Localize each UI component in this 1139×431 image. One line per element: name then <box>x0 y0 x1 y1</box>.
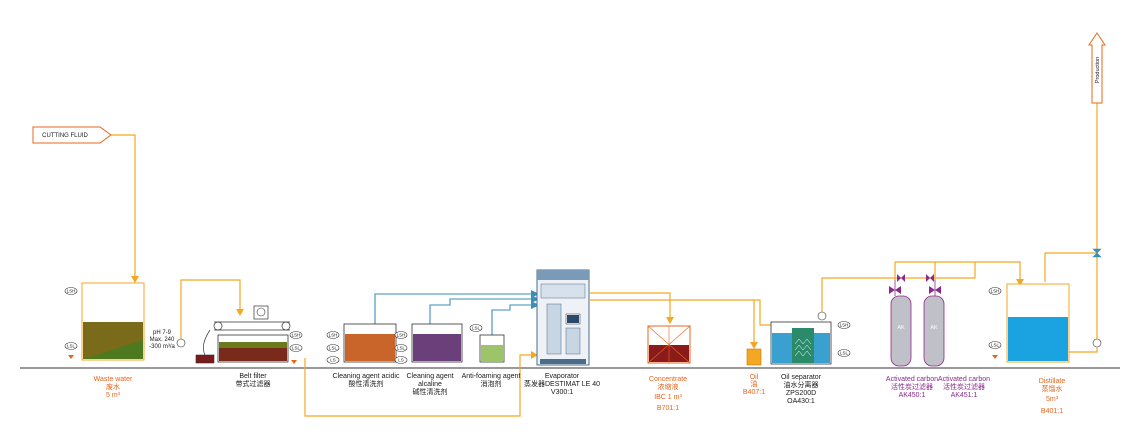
production-label: Production <box>1095 57 1101 83</box>
distillate-label-cn: 蒸馏水 <box>1042 384 1063 393</box>
alkaline-label-2: alcaline <box>418 381 442 388</box>
concentrate-ibc <box>647 325 691 364</box>
distillate-tank: LSH LSL <box>988 248 1102 363</box>
carbon2-code: AK451:1 <box>951 392 978 399</box>
oil-separator-code: OA430:1 <box>787 398 815 405</box>
concentrate-code: B701:1 <box>657 405 679 412</box>
cutting-fluid-label: CUTTING FLUID <box>42 133 88 139</box>
concentrate-label-cn: 浓缩液 <box>658 382 679 391</box>
distillate-label: Distillate <box>1039 378 1066 385</box>
antifoam-tank: LSL <box>469 324 505 363</box>
distillate-code: B401:1 <box>1041 408 1063 415</box>
svg-text:LSH: LSH <box>329 333 338 338</box>
carbon1-label: Activated carbon <box>886 376 938 383</box>
svg-text:LSL: LSL <box>991 343 1000 348</box>
belt-filter-label: Belt filter <box>239 373 267 380</box>
distillate-valve-icon <box>1092 248 1102 258</box>
waste-water-tank: LSH LSL <box>64 282 186 361</box>
oil-label-cn: 油 <box>751 379 758 388</box>
carbon-filter-1: AK <box>889 274 912 367</box>
waste-water-volume: 5 m³ <box>106 392 121 399</box>
carbon-filter-2: AK <box>923 274 945 367</box>
svg-text:AK: AK <box>897 325 905 331</box>
distillate-volume: 5m³ <box>1046 396 1059 403</box>
orange-pipes <box>111 103 1098 417</box>
lsl-sensor <box>64 342 78 350</box>
evaporator-label-cn: 蒸发器DESTIMAT LE 40 <box>524 379 600 388</box>
svg-text:LSH: LSH <box>292 333 301 338</box>
oil-label: Oil <box>750 374 759 381</box>
antifoam-label: Anti-foaming agent <box>462 373 521 380</box>
waste-water-param-1: pH 7-9 <box>153 330 172 336</box>
svg-text:LSL: LSL <box>329 346 338 351</box>
svg-text:LSH: LSH <box>991 289 1000 294</box>
svg-text:LS: LS <box>330 358 336 363</box>
svg-text:AK: AK <box>930 325 938 331</box>
svg-text:LSH: LSH <box>840 323 849 328</box>
waste-water-label: Waste water <box>94 376 133 383</box>
acidic-label-cn: 酸性清洗剂 <box>349 379 384 388</box>
oil-separator-label: Oil separator <box>781 374 822 381</box>
alkaline-tank: LSH LSL LS <box>394 323 463 364</box>
production-output: Production <box>1088 32 1106 104</box>
acidic-label: Cleaning agent acidic <box>333 373 400 380</box>
svg-text:LSL: LSL <box>292 346 301 351</box>
pressure-gauge <box>176 338 186 348</box>
oil-separator: LSH LSL <box>770 311 851 365</box>
svg-text:LSH: LSH <box>397 333 406 338</box>
waste-water-label-cn: 废水 <box>106 382 120 391</box>
evaporator-label: Evaporator <box>545 373 580 380</box>
oil-drum <box>746 348 762 366</box>
carbon1-code: AK450:1 <box>899 392 926 399</box>
svg-text:LSL: LSL <box>397 346 406 351</box>
lsh-sensor <box>64 287 78 295</box>
alkaline-label-cn: 碱性清洗剂 <box>413 387 448 396</box>
oil-separator-label-cn: 油水分离器 <box>784 380 819 389</box>
belt-filter: LSH LSL <box>195 305 303 364</box>
labels: Waste water 废水 5 m³ Belt filter 带式过滤器 Cl… <box>94 373 1066 415</box>
blue-pipes <box>374 293 535 340</box>
cutting-fluid-input: CUTTING FLUID <box>32 126 112 144</box>
oil-code: B407:1 <box>743 389 765 396</box>
alkaline-label-1: Cleaning agent <box>406 373 453 380</box>
waste-water-param-3: -300 m³/a <box>149 344 175 350</box>
carbon1-label-cn: 活性炭过滤器 <box>891 382 933 391</box>
arrowheads <box>531 290 540 309</box>
carbon2-label-cn: 活性炭过滤器 <box>943 382 985 391</box>
waste-water-param-2: Max. 240 <box>150 337 175 343</box>
evaporator-code: V300:1 <box>551 389 573 396</box>
acidic-tank: LSH LSL LS <box>326 323 397 364</box>
concentrate-container: IBC 1 m³ <box>654 394 682 401</box>
concentrate-label: Concentrate <box>649 376 687 383</box>
carbon2-label: Activated carbon <box>938 376 990 383</box>
svg-text:LSL: LSL <box>472 326 481 331</box>
svg-text:LS: LS <box>398 358 404 363</box>
oil-separator-model: ZPS200D <box>786 390 816 397</box>
svg-text:LSL: LSL <box>840 351 849 356</box>
belt-filter-label-cn: 带式过滤器 <box>236 379 271 388</box>
svg-text:LSH: LSH <box>67 289 76 294</box>
svg-text:LSL: LSL <box>67 344 76 349</box>
antifoam-label-cn: 消泡剂 <box>481 379 502 388</box>
evaporator-unit <box>536 269 590 366</box>
